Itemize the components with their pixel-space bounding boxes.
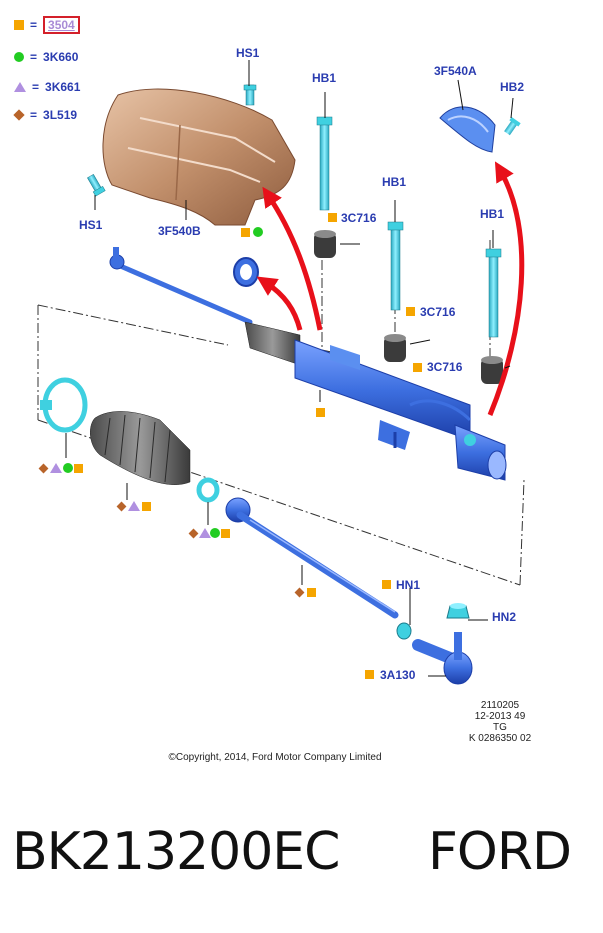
meta-line-1: 2110205 — [480, 700, 520, 711]
leader-lines — [65, 60, 514, 677]
label-hb1-a[interactable]: HB1 — [312, 71, 337, 85]
square-icon — [365, 670, 374, 679]
symbols-tie-rod — [294, 587, 316, 598]
meta-line-4: K 0286350 02 — [468, 733, 532, 744]
steering-rack-assembly — [109, 247, 507, 481]
nut-hn2 — [446, 603, 470, 619]
triangle-icon — [14, 82, 26, 92]
label-3c716-c[interactable]: 3C716 — [427, 360, 463, 374]
bolt-hs1-top — [243, 84, 257, 106]
square-icon — [413, 363, 422, 372]
square-icon — [382, 580, 391, 589]
legend-item-3504: = 3504 — [14, 16, 80, 34]
square-icon — [328, 213, 337, 222]
steering-rack-diagram — [37, 60, 525, 685]
label-hn2[interactable]: HN2 — [492, 610, 517, 624]
label-hb1-b[interactable]: HB1 — [382, 175, 407, 189]
symbols-boot — [116, 501, 151, 512]
legend-code-3k660: 3K660 — [43, 50, 79, 64]
collar-3504-3k660 — [233, 257, 259, 287]
bolt-hb1-c — [485, 248, 502, 338]
square-icon — [406, 307, 415, 316]
symbols-clamp-large — [38, 463, 83, 474]
part-number: BK213200EC — [12, 822, 340, 882]
legend-code-3504[interactable]: 3504 — [43, 16, 80, 34]
legend-item-3l519: = 3L519 — [13, 108, 78, 122]
brand-name: FORD — [428, 822, 572, 882]
arrow-to-3f540a — [487, 161, 525, 416]
legend-eq: = — [30, 50, 38, 64]
label-hb2[interactable]: HB2 — [500, 80, 525, 94]
bolt-hb1-a — [316, 116, 333, 211]
arrow-to-collar — [256, 276, 303, 331]
bushing-3c716-c — [481, 356, 503, 384]
label-3c716-a[interactable]: 3C716 — [341, 211, 377, 225]
legend-code-3k661: 3K661 — [45, 80, 81, 94]
tie-rod-end-3a130 — [412, 632, 473, 685]
clamp-large — [40, 377, 88, 433]
bushing-3c716-b — [384, 334, 406, 362]
arrow-to-shield — [262, 186, 323, 331]
bolt-hs1-left — [87, 173, 106, 197]
circle-icon — [14, 52, 24, 62]
copyright-text: ©Copyright, 2014, Ford Motor Company Lim… — [168, 752, 382, 763]
bolt-hb1-b — [387, 221, 404, 311]
symbols-clamp-small — [188, 528, 230, 539]
boot-left — [90, 411, 191, 485]
label-3f540a[interactable]: 3F540A — [434, 64, 477, 78]
legend-eq: = — [30, 18, 38, 32]
square-icon — [316, 408, 325, 417]
tie-rod — [225, 497, 399, 619]
label-hs1-left[interactable]: HS1 — [79, 218, 103, 232]
label-3f540b[interactable]: 3F540B — [158, 224, 201, 238]
diagram-meta: 2110205 12-2013 49 TG K 0286350 02 — [460, 700, 540, 744]
shield-3f540a — [439, 106, 496, 153]
label-3c716-b[interactable]: 3C716 — [420, 305, 456, 319]
red-arrows — [256, 161, 525, 416]
meta-line-3: TG — [493, 722, 507, 733]
label-hb1-c[interactable]: HB1 — [480, 207, 505, 221]
legend-code-3l519: 3L519 — [43, 108, 78, 122]
legend-item-3k660: = 3K660 — [14, 50, 78, 64]
legend-eq: = — [30, 108, 38, 122]
label-hn1[interactable]: HN1 — [396, 578, 421, 592]
square-icon — [14, 20, 24, 30]
label-hs1-top[interactable]: HS1 — [236, 46, 260, 60]
heat-shield-3f540b — [102, 88, 296, 226]
symbols-collar — [241, 227, 263, 237]
label-3a130[interactable]: 3A130 — [380, 668, 416, 682]
bolt-hb2 — [504, 116, 521, 136]
meta-line-2: 12-2013 49 — [474, 711, 526, 722]
legend-item-3k661: = 3K661 — [14, 80, 80, 94]
clamp-small — [196, 477, 220, 503]
nut-hn1 — [396, 622, 412, 640]
bushing-3c716-a — [314, 230, 336, 258]
legend-eq: = — [32, 80, 40, 94]
